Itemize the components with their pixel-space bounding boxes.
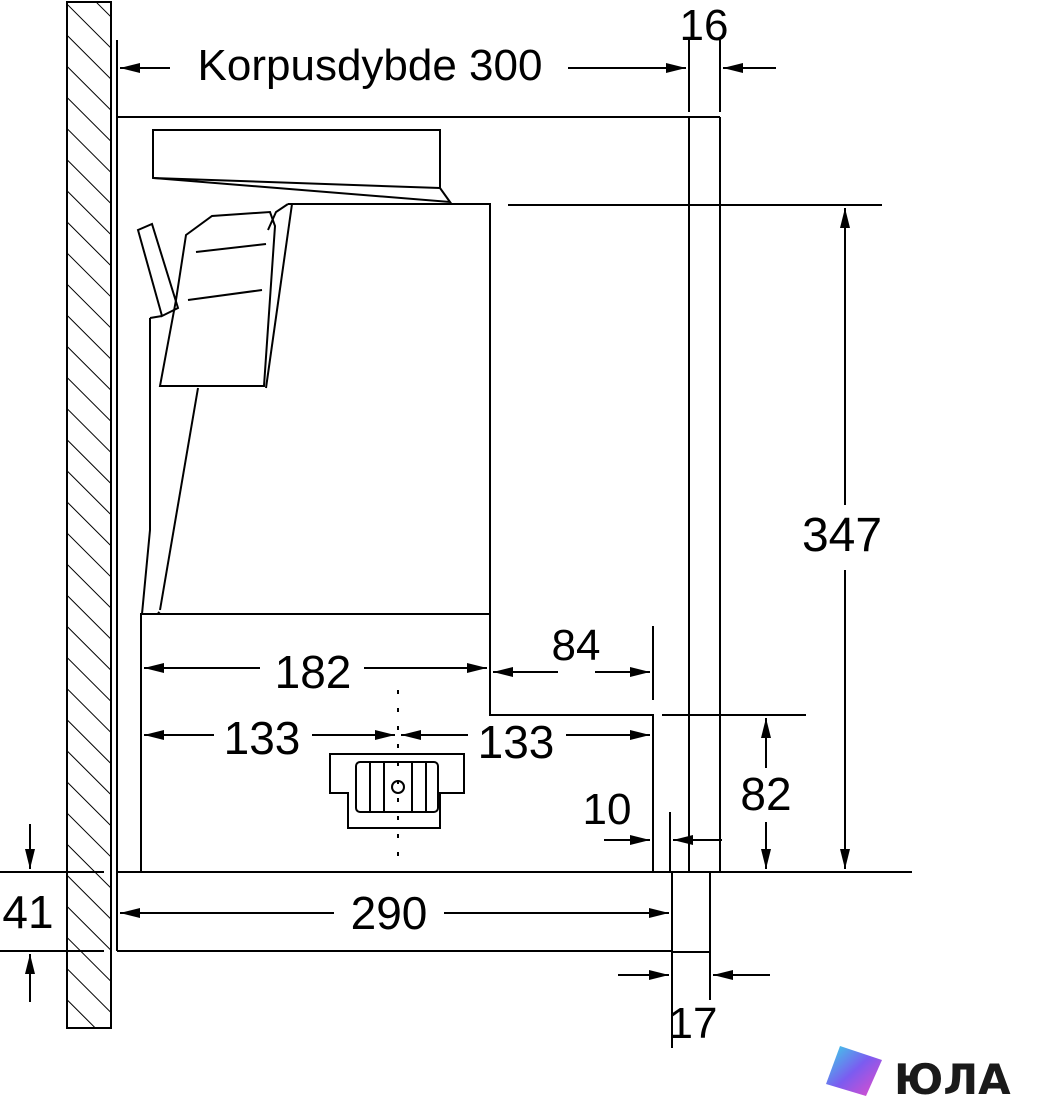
label-17: 17 [669, 999, 718, 1048]
label-41: 41 [2, 886, 53, 938]
label-10: 10 [583, 785, 632, 834]
label-133-left: 133 [224, 712, 301, 764]
label-82: 82 [740, 768, 791, 820]
label-84: 84 [552, 621, 601, 670]
appliance-body [136, 129, 654, 873]
label-133-right: 133 [478, 716, 555, 768]
dimension-lines [0, 40, 912, 1048]
wall-hatched [66, 1, 112, 1029]
label-korpusdybde: Korpusdybde 300 [198, 41, 543, 90]
yula-logo-icon [826, 1046, 882, 1096]
label-290: 290 [351, 887, 428, 939]
label-16: 16 [680, 1, 729, 50]
label-347: 347 [802, 509, 882, 562]
watermark-text: ЮЛА [894, 1055, 1011, 1100]
watermark: ЮЛА [826, 1046, 1011, 1100]
label-182: 182 [275, 646, 352, 698]
